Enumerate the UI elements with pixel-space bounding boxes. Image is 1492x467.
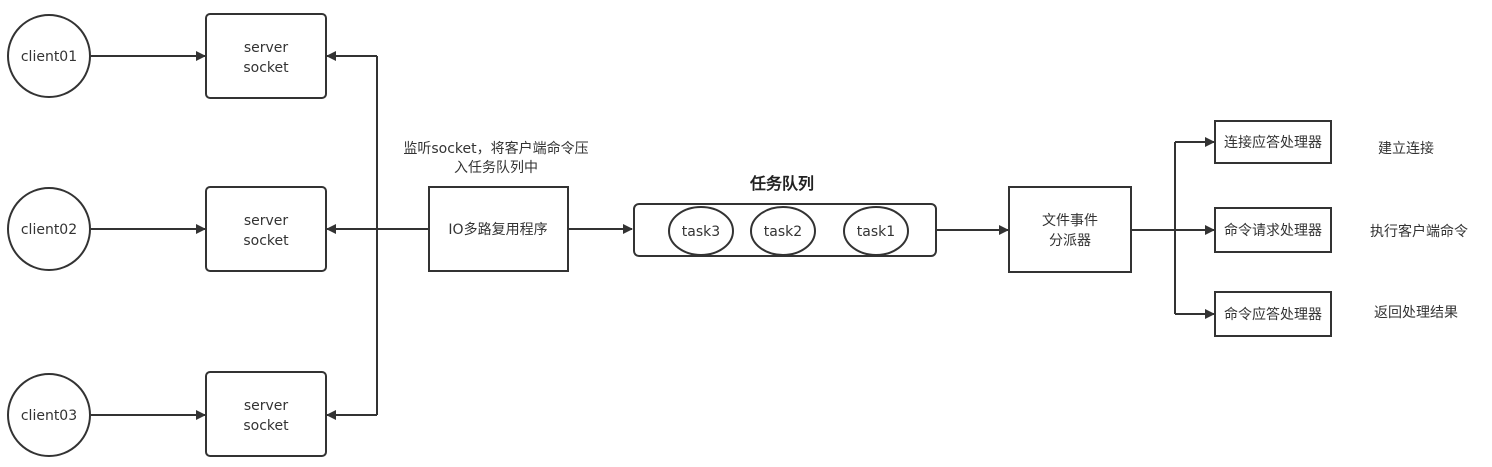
io-annotation-line2: 入任务队列中 xyxy=(454,160,538,176)
handler-command-reply: 命令应答处理器 xyxy=(1214,291,1332,337)
handler-description: 返回处理结果 xyxy=(1374,305,1458,321)
task-label: task3 xyxy=(682,224,720,240)
server-socket-label: socket xyxy=(243,233,289,249)
handler-label: 命令应答处理器 xyxy=(1224,306,1322,323)
file-event-dispatcher: 文件事件 分派器 xyxy=(1008,186,1132,273)
client-label: client01 xyxy=(21,49,77,65)
handler-label: 连接应答处理器 xyxy=(1224,134,1322,151)
server-socket-label: server xyxy=(244,213,289,229)
server-socket-3: server socket xyxy=(205,371,327,457)
handler-description: 建立连接 xyxy=(1378,140,1434,157)
handler-label: 命令请求处理器 xyxy=(1224,222,1322,239)
dispatcher-label: 分派器 xyxy=(1049,233,1091,249)
client-node-1: client01 xyxy=(7,14,91,98)
server-socket-1: server socket xyxy=(205,13,327,99)
server-socket-2: server socket xyxy=(205,186,327,272)
task-node xyxy=(668,206,734,256)
io-multiplexer-box: IO多路复用程序 xyxy=(428,186,569,272)
task-label: task1 xyxy=(857,224,895,240)
task-label: task2 xyxy=(764,224,802,240)
server-socket-label: socket xyxy=(243,60,289,76)
client-node-2: client02 xyxy=(7,187,91,271)
handler-description: 执行客户端命令 xyxy=(1370,223,1468,240)
task-node xyxy=(843,206,909,256)
server-socket-label: socket xyxy=(243,418,289,434)
server-socket-label: server xyxy=(244,398,289,414)
client-node-3: client03 xyxy=(7,373,91,457)
server-socket-label: server xyxy=(244,40,289,56)
client-label: client03 xyxy=(21,408,77,424)
io-multiplexer-label: IO多路复用程序 xyxy=(448,221,547,238)
task-queue: task3 task2 task1 xyxy=(633,203,937,257)
dispatcher-label: 文件事件 xyxy=(1042,213,1098,229)
queue-title: 任务队列 xyxy=(749,174,814,193)
client-label: client02 xyxy=(21,222,77,238)
io-annotation-line1: 监听socket，将客户端命令压 xyxy=(403,140,588,157)
handler-command-request: 命令请求处理器 xyxy=(1214,207,1332,253)
handler-connect-accept: 连接应答处理器 xyxy=(1214,120,1332,164)
task-node xyxy=(750,206,816,256)
